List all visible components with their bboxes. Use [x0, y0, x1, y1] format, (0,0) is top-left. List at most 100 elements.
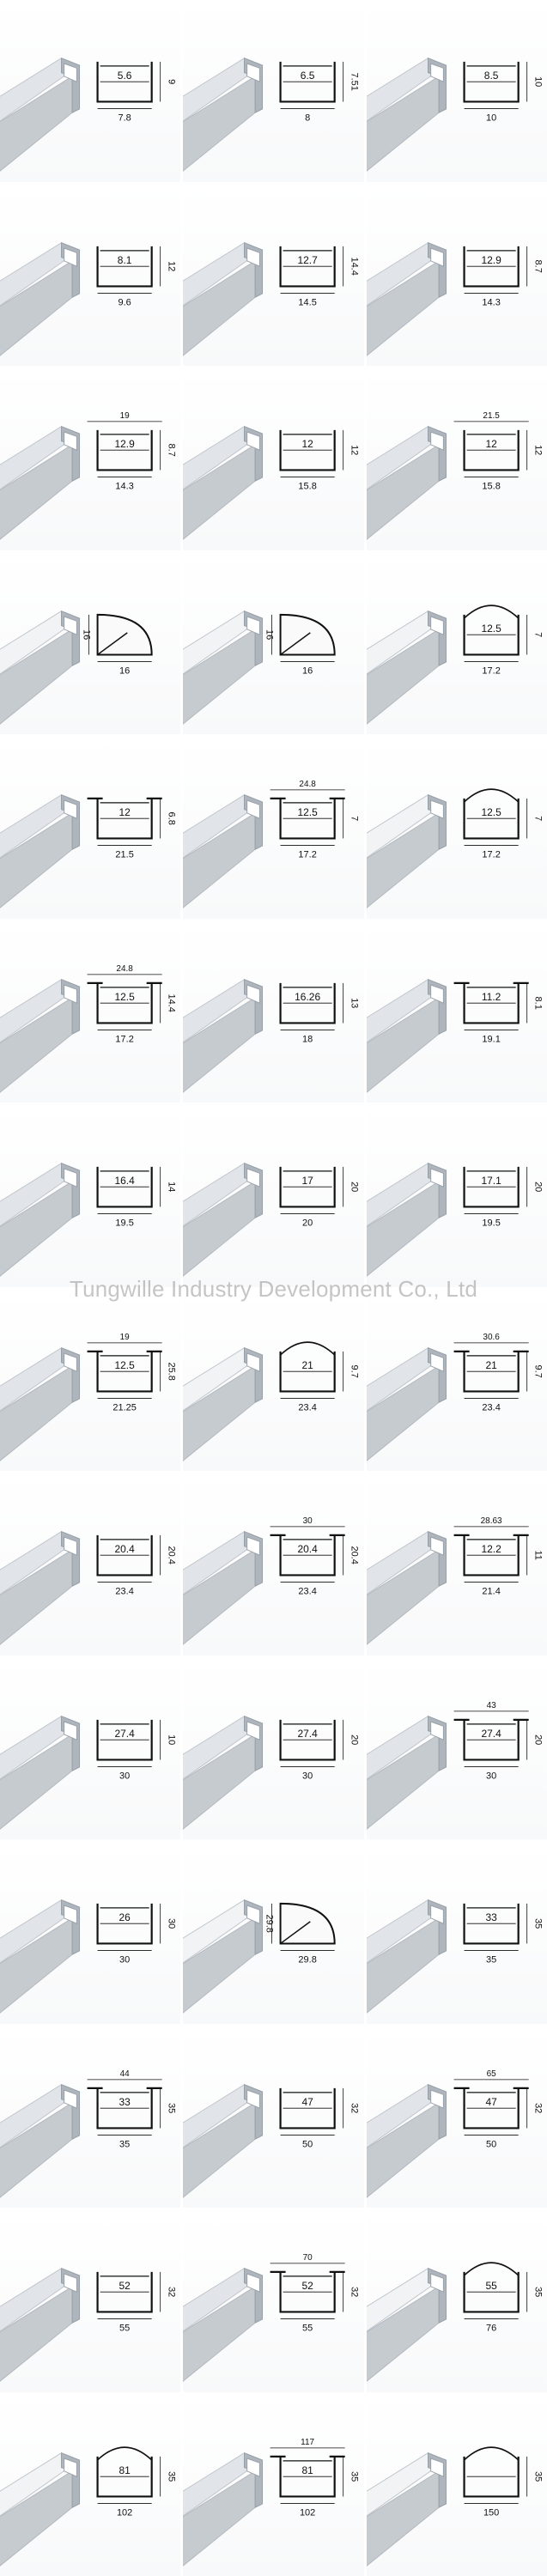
profile-extrusion: [0, 1162, 81, 1277]
profile-section-channel: [279, 2087, 337, 2129]
extrusion-opening: [246, 63, 261, 82]
profile-extrusion: [366, 2267, 447, 2382]
grid-divider: [0, 366, 547, 368]
profile-section-channel: [96, 2456, 153, 2498]
dimension-inner-width-label: 26: [119, 1911, 131, 1923]
grid-divider: [0, 918, 547, 921]
profile-section-channel: [96, 1534, 153, 1577]
dimension-height-label: 20: [349, 1182, 360, 1192]
dimension-width-label: 23.4: [299, 1586, 317, 1596]
profile-dome-diffuser: [97, 2445, 153, 2460]
dimension-height-label: 14.4: [349, 257, 360, 275]
extrusion-opening: [64, 1905, 77, 1924]
profile-extrusion: [366, 2451, 447, 2567]
extrusion-opening: [429, 2457, 444, 2477]
dimension-inner-width-label: 20.4: [114, 1543, 135, 1555]
dimension-height-label: 9: [167, 79, 177, 84]
dimension-width-label: 55: [119, 2323, 130, 2333]
dimension-width-label: 102: [117, 2507, 132, 2518]
profile-section-channel: [463, 1903, 520, 1945]
dimension-width-label: 15.8: [299, 481, 317, 491]
dimension-inner-width-label: 81: [119, 2464, 131, 2476]
dimension-inner-width-label: 52: [302, 2280, 314, 2292]
extrusion-opening: [246, 1720, 261, 1741]
dimension-height-label: 7: [349, 816, 360, 821]
dimension-width-label: 29.8: [299, 1954, 317, 1965]
profile-extrusion: [366, 1715, 447, 1830]
dimension-height-label: 30: [167, 1918, 177, 1929]
grid-divider: [0, 2391, 547, 2395]
dimension-width-label: 14.3: [115, 481, 133, 491]
dimension-inner-width-label: 27.4: [298, 1728, 319, 1740]
extrusion-opening: [246, 1905, 261, 1924]
extrusion-opening: [64, 2088, 77, 2109]
dimension-height-label: 14.4: [167, 993, 177, 1012]
extrusion-opening: [64, 246, 77, 267]
dimension-height-label: 12: [349, 445, 360, 455]
profile-extrusion: [366, 1530, 447, 1645]
dimension-width-label: 10: [486, 112, 496, 123]
dimension-inner-width-label: 47: [485, 2096, 497, 2108]
profile-extrusion: [183, 57, 264, 172]
profile-extrusion: [0, 793, 81, 908]
profile-extrusion: [0, 610, 81, 725]
profile-extrusion: [183, 1715, 264, 1830]
profile-extrusion: [183, 1162, 264, 1277]
profile-extrusion: [183, 978, 264, 1093]
grid-divider: [0, 2208, 547, 2210]
